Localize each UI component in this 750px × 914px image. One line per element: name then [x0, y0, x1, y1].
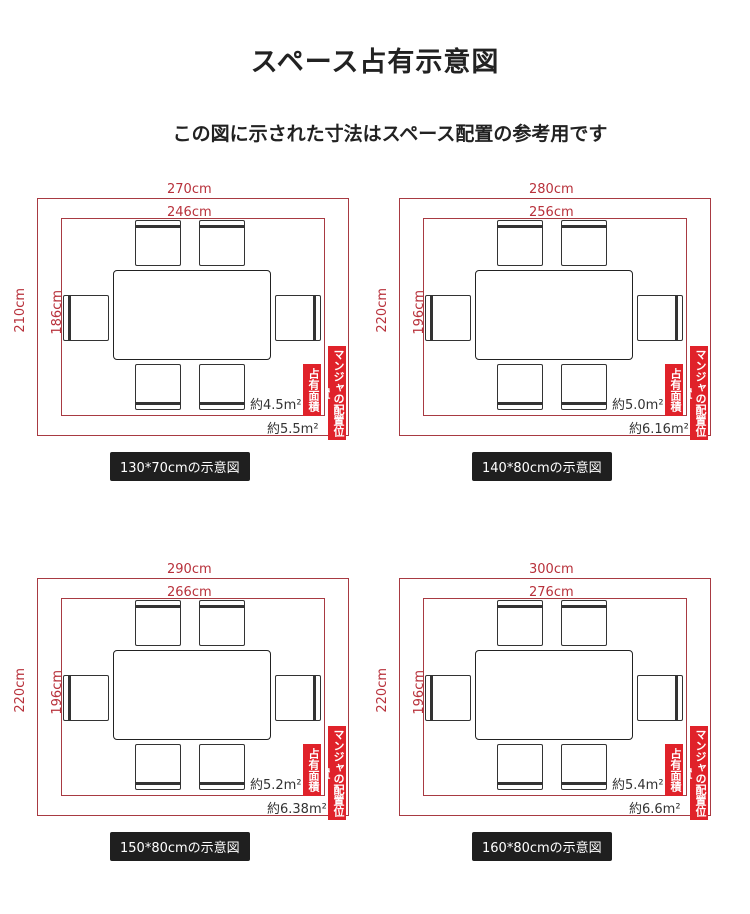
outer-width-label: 300cm [529, 562, 574, 577]
diagram-panel: 280cm 256cm 220cm 196cm 約5.0m² 約6.16m² 占… [375, 178, 739, 508]
panel-caption: 140*80cmの示意図 [472, 452, 612, 481]
occupied-area-tag: 占有面積 [303, 364, 321, 416]
inner-area-label: 約5.4m² [612, 778, 664, 793]
diagram-panel: 270cm 246cm 210cm 186cm 約4.5m² 約5.5m² 占有… [13, 178, 377, 508]
outer-boundary [399, 198, 711, 436]
mahjong-position-tag: マンジャの配置位置 [328, 726, 346, 820]
chair [135, 220, 181, 266]
chair [135, 364, 181, 410]
outer-width-label: 290cm [167, 562, 212, 577]
chair [425, 295, 471, 341]
inner-area-label: 約4.5m² [250, 398, 302, 413]
outer-area-label: 約5.5m² [267, 422, 319, 437]
dining-table [113, 270, 271, 360]
chair [63, 675, 109, 721]
page-subtitle: この図に示された寸法はスペース配置の参考用です [172, 123, 608, 145]
outer-height-label: 210cm [13, 288, 28, 333]
chair [561, 744, 607, 790]
outer-height-label: 220cm [375, 288, 390, 333]
inner-boundary [423, 598, 687, 796]
chair [63, 295, 109, 341]
occupied-area-tag: 占有面積 [665, 744, 683, 796]
inner-width-label: 276cm [529, 585, 574, 600]
dining-table [475, 270, 633, 360]
inner-width-label: 246cm [167, 205, 212, 220]
chair [275, 675, 321, 721]
chair [497, 220, 543, 266]
inner-boundary [61, 598, 325, 796]
outer-width-label: 270cm [167, 182, 212, 197]
chair [561, 600, 607, 646]
chair [637, 675, 683, 721]
outer-boundary [37, 198, 349, 436]
occupied-area-tag: 占有面積 [303, 744, 321, 796]
mahjong-position-tag: マンジャの配置位置 [690, 726, 708, 820]
inner-width-label: 256cm [529, 205, 574, 220]
chair [135, 600, 181, 646]
outer-height-label: 220cm [13, 668, 28, 713]
page-title: スペース占有示意図 [250, 47, 500, 78]
panel-caption: 150*80cmの示意図 [110, 832, 250, 861]
mahjong-position-tag: マンジャの配置位置 [328, 346, 346, 440]
chair [497, 364, 543, 410]
inner-area-label: 約5.2m² [250, 778, 302, 793]
chair [561, 220, 607, 266]
diagram-panel: 290cm 266cm 220cm 196cm 約5.2m² 約6.38m² 占… [13, 558, 377, 888]
chair [497, 600, 543, 646]
outer-boundary [399, 578, 711, 816]
dining-table [113, 650, 271, 740]
inner-width-label: 266cm [167, 585, 212, 600]
mahjong-position-tag: マンジャの配置位置 [690, 346, 708, 440]
inner-area-label: 約5.0m² [612, 398, 664, 413]
inner-boundary [61, 218, 325, 416]
outer-area-label: 約6.6m² [629, 802, 681, 817]
outer-width-label: 280cm [529, 182, 574, 197]
outer-area-label: 約6.16m² [629, 422, 689, 437]
chair [199, 364, 245, 410]
diagram-panel: 300cm 276cm 220cm 196cm 約5.4m² 約6.6m² 占有… [375, 558, 739, 888]
chair [199, 220, 245, 266]
chair [637, 295, 683, 341]
dining-table [475, 650, 633, 740]
occupied-area-tag: 占有面積 [665, 364, 683, 416]
inner-boundary [423, 218, 687, 416]
chair [275, 295, 321, 341]
panel-caption: 160*80cmの示意図 [472, 832, 612, 861]
outer-boundary [37, 578, 349, 816]
outer-area-label: 約6.38m² [267, 802, 327, 817]
chair [425, 675, 471, 721]
chair [199, 744, 245, 790]
chair [135, 744, 181, 790]
panel-caption: 130*70cmの示意図 [110, 452, 250, 481]
chair [199, 600, 245, 646]
outer-height-label: 220cm [375, 668, 390, 713]
chair [561, 364, 607, 410]
chair [497, 744, 543, 790]
